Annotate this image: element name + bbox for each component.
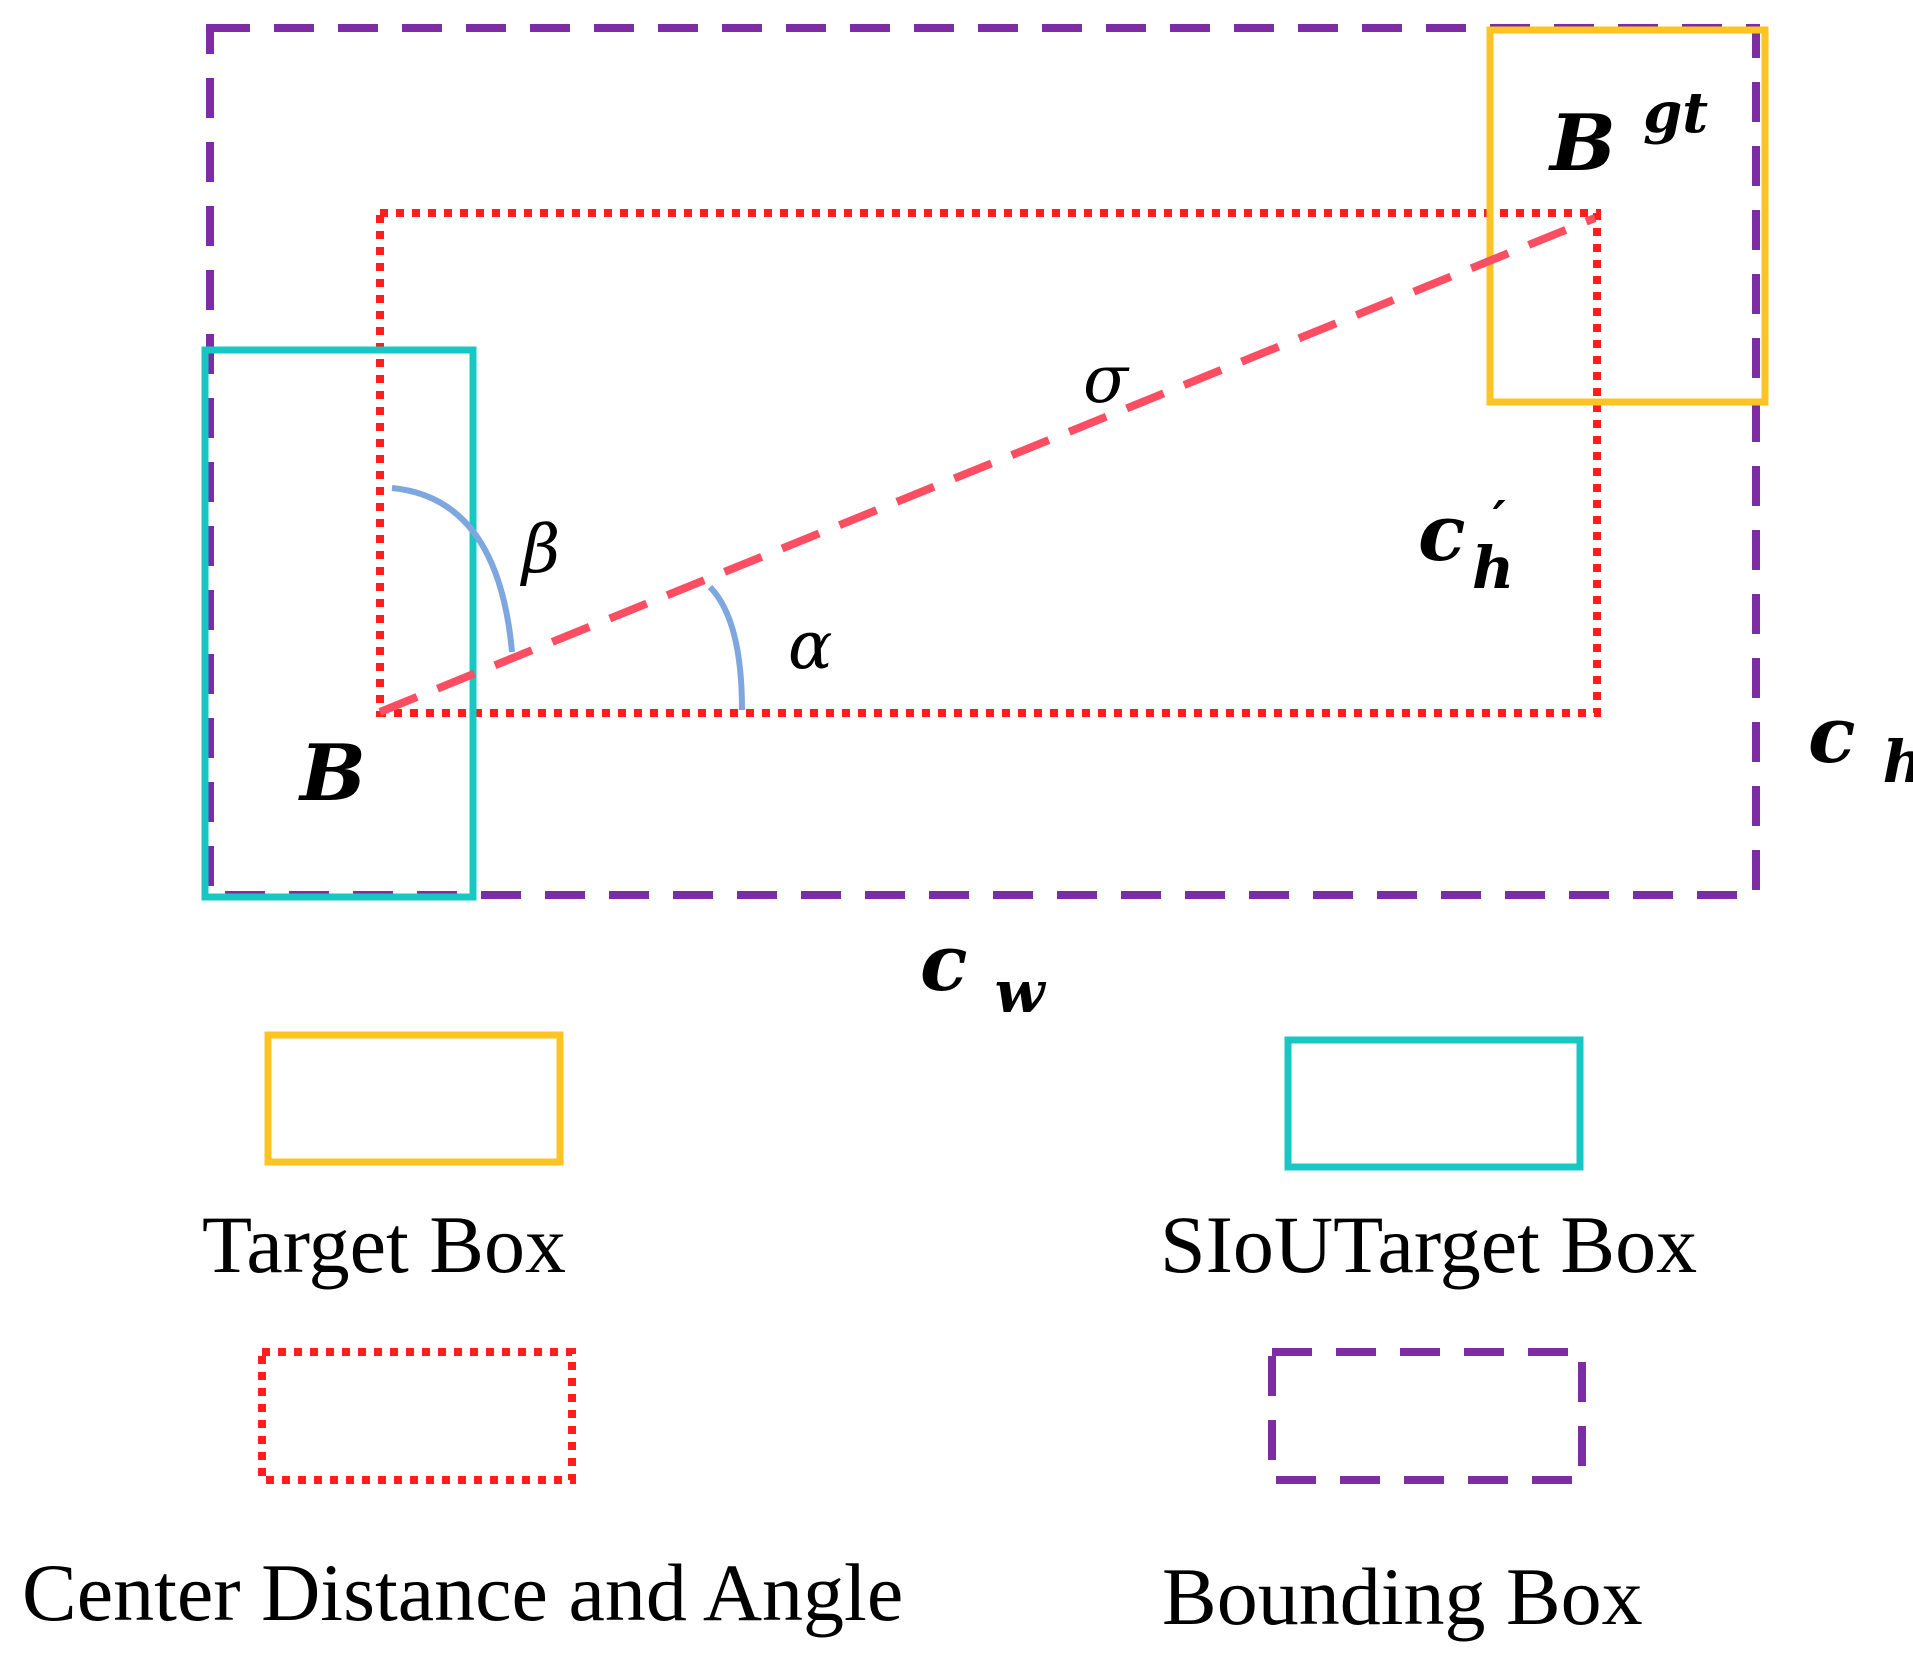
label-ch-prime: c ′ h — [1418, 464, 1533, 602]
label-b: B — [298, 728, 366, 819]
label-sigma: σ — [1083, 341, 1130, 418]
legend-bounding-box-swatch — [1268, 1348, 1586, 1484]
legend-target-box-swatch — [264, 1031, 564, 1166]
center-distance-box — [376, 209, 1601, 717]
label-bgt: B gt — [1548, 80, 1708, 189]
label-alpha: α — [788, 607, 833, 684]
legend-bounding-box-label: Bounding Box — [1162, 1551, 1643, 1642]
siou-target-box — [201, 346, 477, 901]
legend-center-distance-swatch — [258, 1348, 576, 1484]
beta-arc — [391, 485, 515, 653]
alpha-arc — [707, 584, 745, 711]
legend-siou-box-label: SIoUTarget Box — [1160, 1199, 1697, 1290]
label-beta: β — [519, 511, 560, 588]
target-box — [1486, 26, 1769, 406]
legend-target-box-label: Target Box — [202, 1199, 566, 1290]
label-cw: c w — [920, 918, 1047, 1026]
legend-center-distance-label: Center Distance and Angle — [22, 1547, 903, 1638]
sigma-distance-line — [378, 214, 1597, 716]
bounding-box-outline — [206, 24, 1760, 899]
label-ch: c h — [1808, 690, 1913, 796]
legend-siou-box-swatch — [1284, 1036, 1584, 1171]
